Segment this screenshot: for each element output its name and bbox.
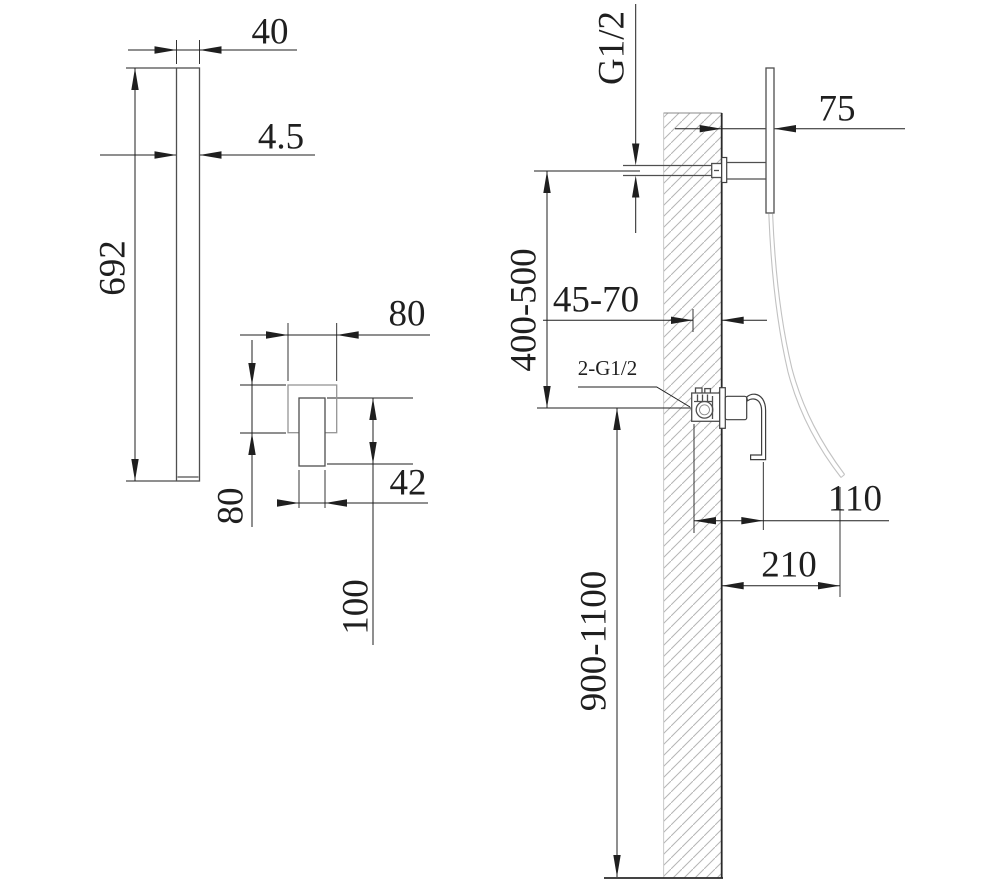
arrowhead xyxy=(632,143,640,166)
dim-plate-to-wall: 75 xyxy=(819,89,856,130)
dim-rough-in-depth: 45-70 xyxy=(553,280,639,321)
arrowhead xyxy=(199,46,222,54)
arrowhead xyxy=(131,68,139,90)
arrowhead xyxy=(543,171,551,193)
water-stream xyxy=(772,213,846,475)
arrowhead xyxy=(199,151,222,159)
valve-inlet-circle xyxy=(695,400,714,419)
dim-handle-plate-height: 80 xyxy=(211,488,252,525)
arrowhead xyxy=(277,499,299,507)
dim-spout-width: 40 xyxy=(252,12,289,53)
dim-trim-depth: 110 xyxy=(828,479,882,520)
valve-body xyxy=(691,392,721,422)
arrowhead xyxy=(721,582,744,590)
label-valve-connections: 2-G1/2 xyxy=(578,356,638,380)
arrowhead xyxy=(613,408,621,430)
dim-lever-width: 42 xyxy=(390,463,427,504)
arrowhead xyxy=(632,175,640,198)
dim-spout-length: 692 xyxy=(93,240,134,296)
arrowhead xyxy=(131,459,139,481)
arrowhead xyxy=(154,151,177,159)
wall-hatch xyxy=(663,112,723,879)
arrowhead xyxy=(613,855,621,877)
dim-valve-mounting-height: 900-1100 xyxy=(574,571,615,711)
arrowhead xyxy=(774,125,796,133)
arrowhead xyxy=(369,398,377,420)
arrowhead xyxy=(818,582,840,590)
arrowhead xyxy=(336,331,359,339)
water-stream xyxy=(768,213,842,478)
arrowhead xyxy=(741,517,764,525)
arrowhead xyxy=(671,316,693,324)
dim-inlet-height: 400-500 xyxy=(504,248,545,371)
handle-lever-side xyxy=(746,393,767,461)
valve-escutcheon xyxy=(719,387,726,429)
arrowhead xyxy=(694,517,716,525)
leader-line xyxy=(578,386,691,408)
spout-plate-side xyxy=(765,67,775,214)
arrowhead xyxy=(248,433,256,455)
dim-spout-reach: 210 xyxy=(761,545,817,586)
arrowhead xyxy=(154,46,177,54)
arrowhead xyxy=(721,316,744,324)
spout-panel-outline xyxy=(175,67,201,482)
arrowhead xyxy=(248,363,256,385)
arrowhead xyxy=(369,442,377,464)
figure-spout-panel: 40 4.5 692 xyxy=(93,12,315,482)
label-inlet-thread: G1/2 xyxy=(592,11,633,85)
arrowhead xyxy=(543,386,551,408)
dim-handle-plate-width: 80 xyxy=(389,294,426,335)
wall-flange xyxy=(721,156,728,184)
arrowhead xyxy=(699,125,722,133)
figure-installation-side: 75 G1/2 45-70 xyxy=(504,4,905,879)
dim-lever-length: 100 xyxy=(336,579,377,635)
handle-base xyxy=(724,395,748,421)
arrowhead xyxy=(266,331,288,339)
figure-handle-front: 80 80 42 100 xyxy=(211,294,430,645)
arrowhead xyxy=(325,499,347,507)
handle-lever-outline xyxy=(298,397,326,467)
dim-spout-thickness: 4.5 xyxy=(258,117,304,158)
